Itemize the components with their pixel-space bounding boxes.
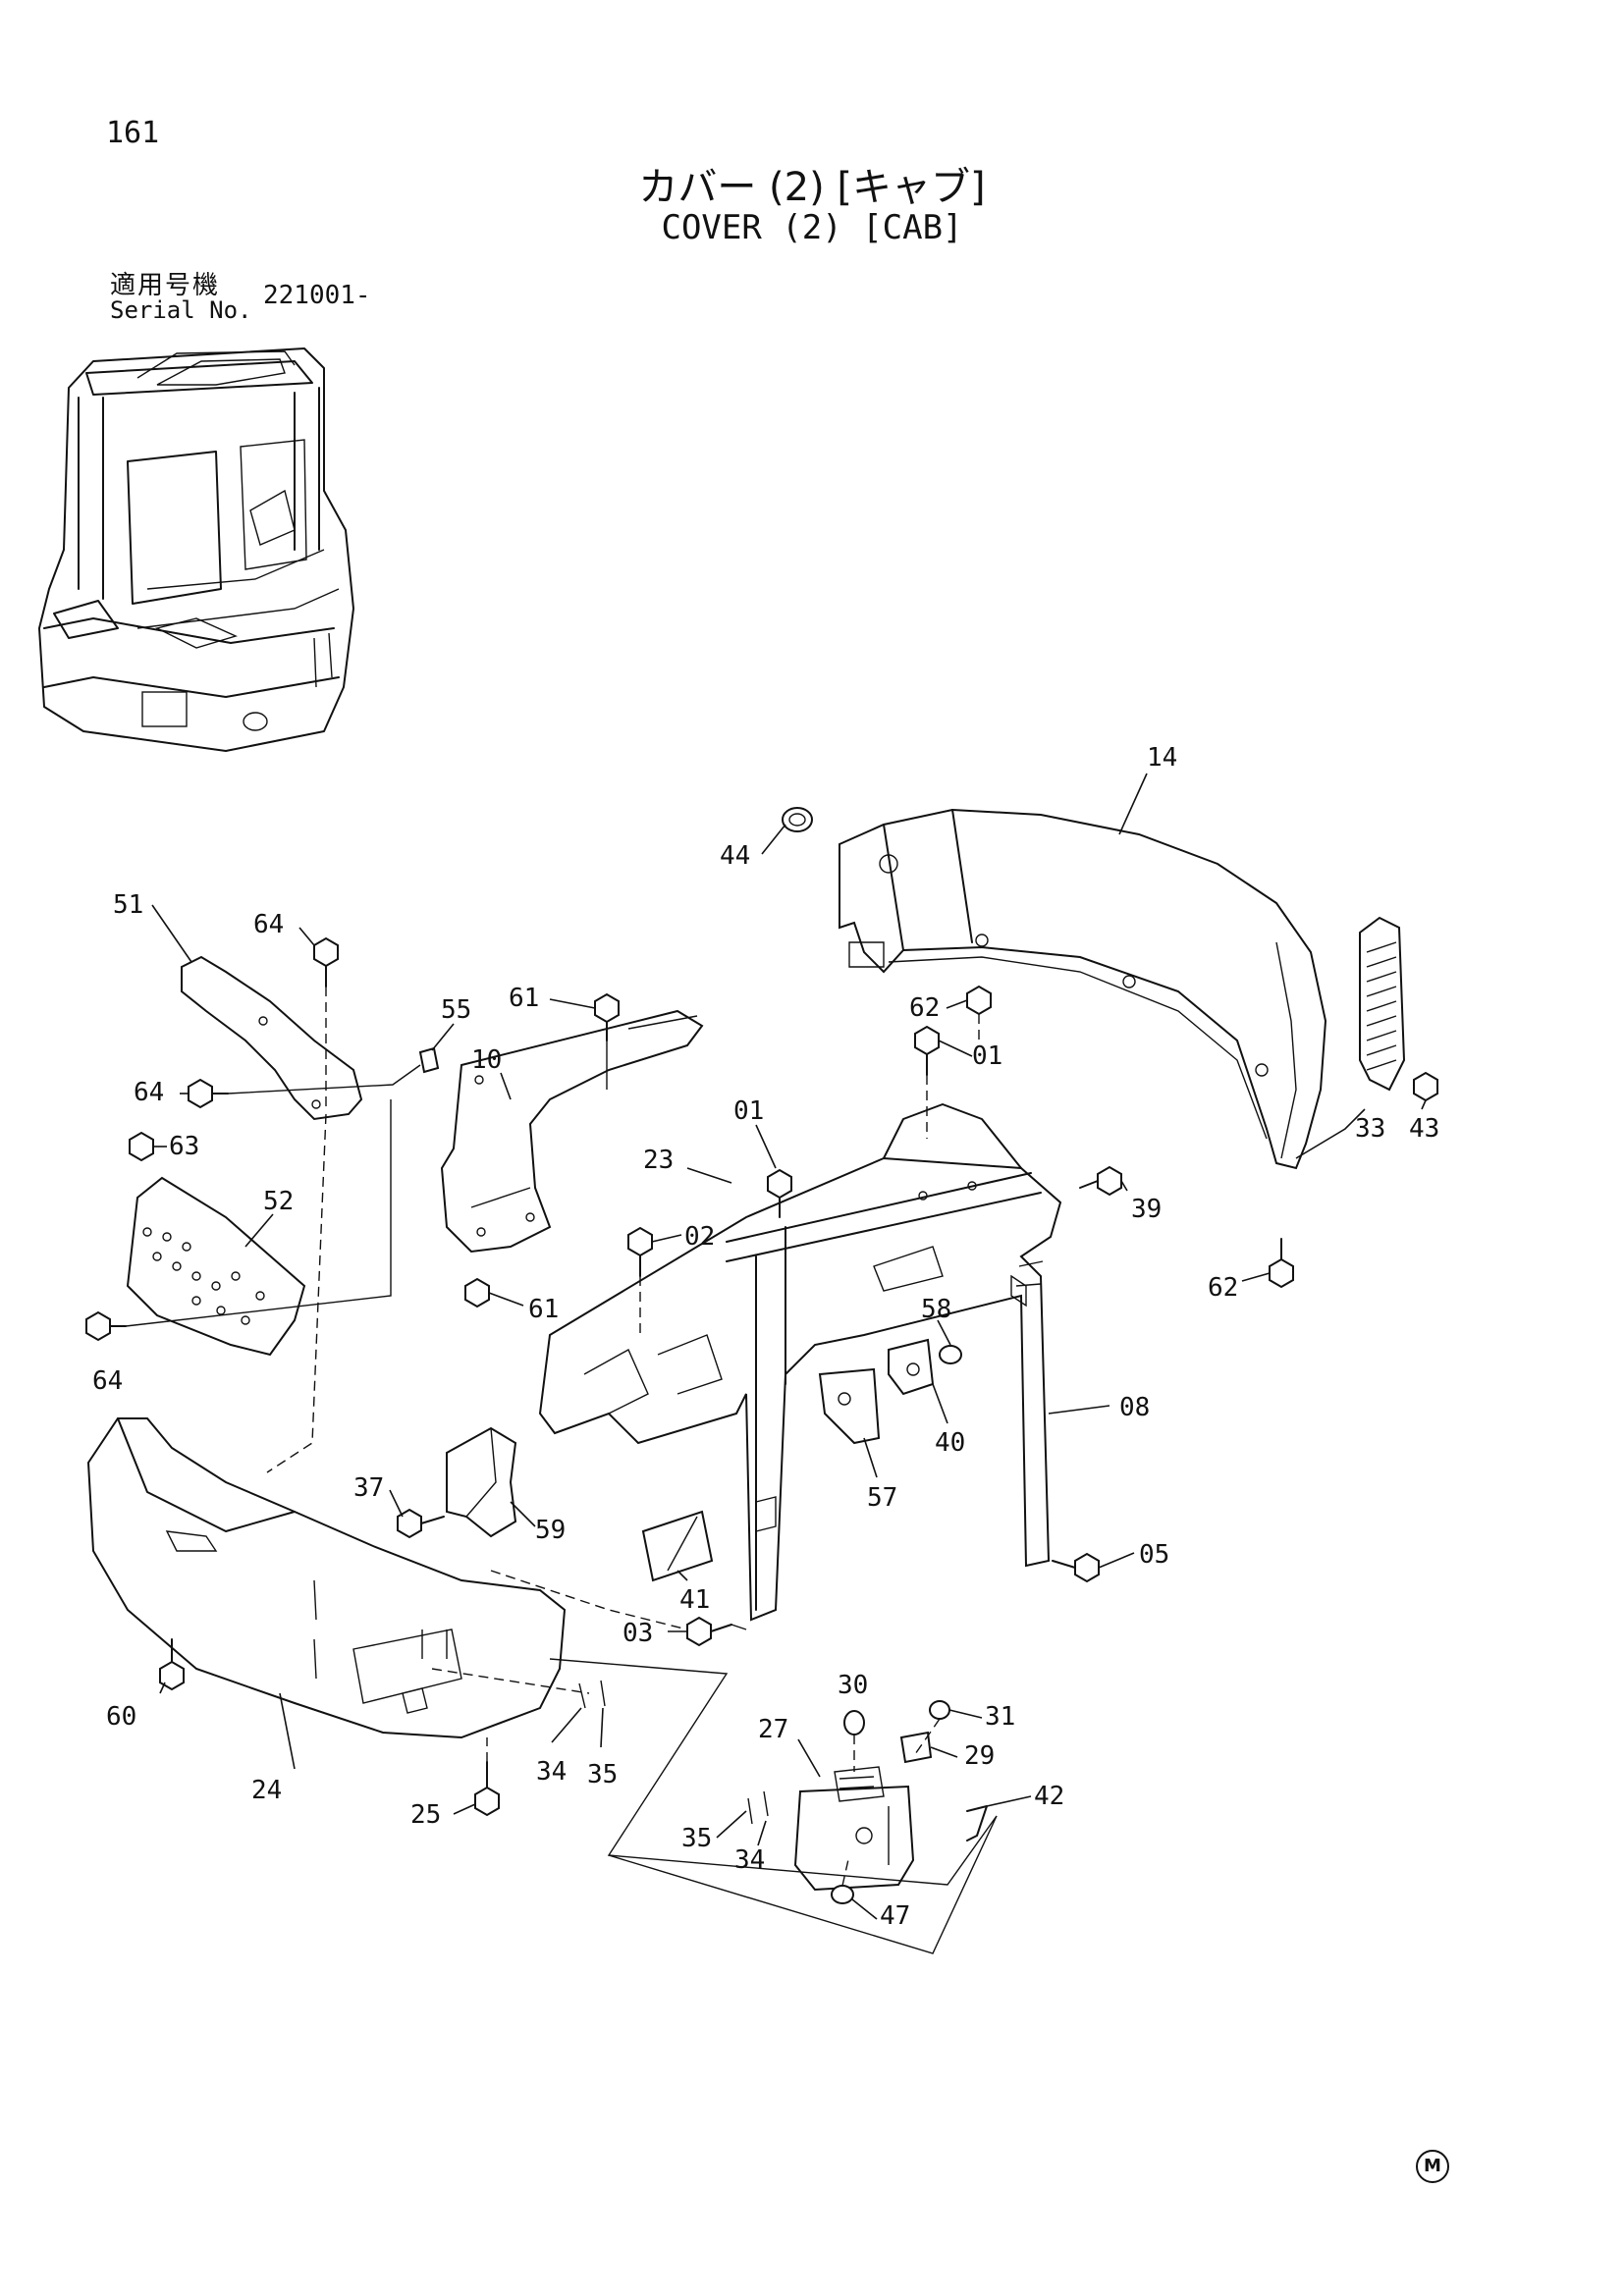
part-51-bracket bbox=[181, 955, 363, 1121]
part-31-screw bbox=[929, 1700, 950, 1720]
callout-37: 37 bbox=[353, 1473, 384, 1503]
cab-overview-illustration bbox=[38, 347, 354, 752]
callout-01: 01 bbox=[972, 1041, 1002, 1071]
callout-14: 14 bbox=[1147, 743, 1177, 773]
part-40-bracket bbox=[888, 1338, 935, 1396]
part-34-35-clips bbox=[578, 1680, 769, 1825]
callout-35: 35 bbox=[587, 1760, 618, 1789]
maker-mark: M bbox=[1416, 2150, 1449, 2183]
callout-27: 27 bbox=[758, 1715, 788, 1744]
part-30-bulb bbox=[843, 1710, 865, 1735]
part-33-grille bbox=[1359, 916, 1406, 1092]
callout-57: 57 bbox=[867, 1483, 897, 1513]
part-59-bracket bbox=[446, 1426, 517, 1538]
part-14-rear-cover bbox=[839, 808, 1327, 1170]
part-08-frame bbox=[538, 1103, 1062, 1622]
callout-64: 64 bbox=[253, 910, 284, 939]
part-27-lamp-assembly bbox=[793, 1766, 915, 1892]
callout-02: 02 bbox=[684, 1222, 715, 1252]
callout-58: 58 bbox=[921, 1295, 951, 1324]
callout-52: 52 bbox=[263, 1187, 294, 1216]
callout-35: 35 bbox=[681, 1824, 712, 1853]
callout-34: 34 bbox=[536, 1757, 567, 1787]
callout-31: 31 bbox=[985, 1702, 1015, 1732]
callout-61: 61 bbox=[528, 1295, 559, 1324]
callout-29: 29 bbox=[964, 1741, 995, 1771]
part-41-seal bbox=[641, 1510, 714, 1582]
assembly-guide-lines bbox=[125, 987, 998, 1954]
callout-63: 63 bbox=[169, 1132, 199, 1161]
callout-43: 43 bbox=[1409, 1114, 1439, 1144]
part-10-cover bbox=[440, 1009, 704, 1254]
callout-51: 51 bbox=[113, 890, 143, 920]
callout-08: 08 bbox=[1119, 1393, 1150, 1422]
callout-03: 03 bbox=[623, 1619, 653, 1648]
page-title-english: COVER (2) [CAB] bbox=[661, 208, 963, 247]
callout-47: 47 bbox=[880, 1901, 910, 1931]
callout-24: 24 bbox=[251, 1776, 282, 1805]
callout-23: 23 bbox=[643, 1146, 674, 1175]
callout-62: 62 bbox=[909, 993, 940, 1023]
callout-05: 05 bbox=[1139, 1540, 1169, 1570]
callout-64: 64 bbox=[92, 1366, 123, 1396]
callout-25: 25 bbox=[410, 1800, 441, 1830]
serial-label-japanese: 適用号機 bbox=[110, 271, 221, 300]
page-title-japanese: カバー (2) [キャブ] bbox=[638, 165, 986, 210]
callout-59: 59 bbox=[535, 1516, 566, 1545]
callout-61: 61 bbox=[509, 984, 539, 1013]
part-42-wire bbox=[966, 1805, 988, 1842]
callout-40: 40 bbox=[935, 1428, 965, 1458]
callout-55: 55 bbox=[441, 995, 471, 1025]
part-55-clip bbox=[418, 1046, 440, 1074]
callout-01: 01 bbox=[733, 1096, 764, 1126]
serial-number-value: 221001- bbox=[263, 281, 371, 310]
callout-39: 39 bbox=[1131, 1195, 1162, 1224]
callout-62: 62 bbox=[1208, 1273, 1238, 1303]
part-29-bracket bbox=[899, 1731, 933, 1764]
callout-41: 41 bbox=[679, 1585, 710, 1615]
page-number: 161 bbox=[106, 116, 160, 150]
bolts bbox=[85, 936, 1438, 1817]
callout-30: 30 bbox=[838, 1671, 868, 1700]
callout-labels: 14 44 51 64 55 61 62 01 64 10 63 01 23 3… bbox=[92, 743, 1439, 1931]
callout-33: 33 bbox=[1355, 1114, 1385, 1144]
callout-42: 42 bbox=[1034, 1782, 1064, 1811]
part-47-nut bbox=[831, 1885, 854, 1904]
leader-lines bbox=[151, 773, 1427, 1920]
serial-label-english: Serial No. bbox=[110, 296, 252, 324]
callout-34: 34 bbox=[734, 1845, 765, 1875]
callout-10: 10 bbox=[471, 1045, 502, 1075]
part-44-grommet bbox=[782, 807, 813, 832]
part-24-front-cover bbox=[86, 1417, 567, 1739]
callout-44: 44 bbox=[720, 841, 750, 871]
part-58-nut bbox=[939, 1345, 962, 1364]
callout-64: 64 bbox=[134, 1078, 164, 1107]
callout-60: 60 bbox=[106, 1702, 136, 1732]
part-57-plate bbox=[818, 1367, 881, 1445]
